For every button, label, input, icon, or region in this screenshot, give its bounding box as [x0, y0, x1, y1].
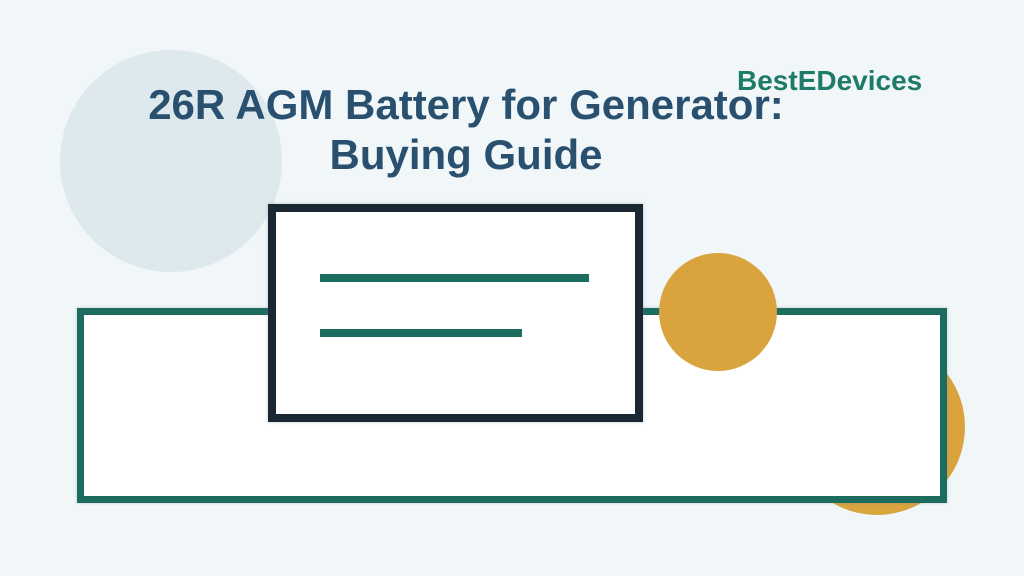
page-title: 26R AGM Battery for Generator: Buying Gu…: [66, 80, 866, 180]
decorative-circle-gold-top: [659, 253, 777, 371]
teal-outline-rectangle: [77, 308, 947, 503]
brand-logo-text: BestEDevices: [737, 65, 923, 96]
page-title-line1: 26R AGM Battery for Generator:: [148, 81, 784, 128]
battery-card: [268, 204, 643, 422]
page-title-line2: Buying Guide: [329, 131, 603, 178]
battery-line-top: [320, 274, 589, 282]
battery-line-bottom: [320, 329, 522, 337]
decorative-circle-light: [60, 50, 282, 272]
